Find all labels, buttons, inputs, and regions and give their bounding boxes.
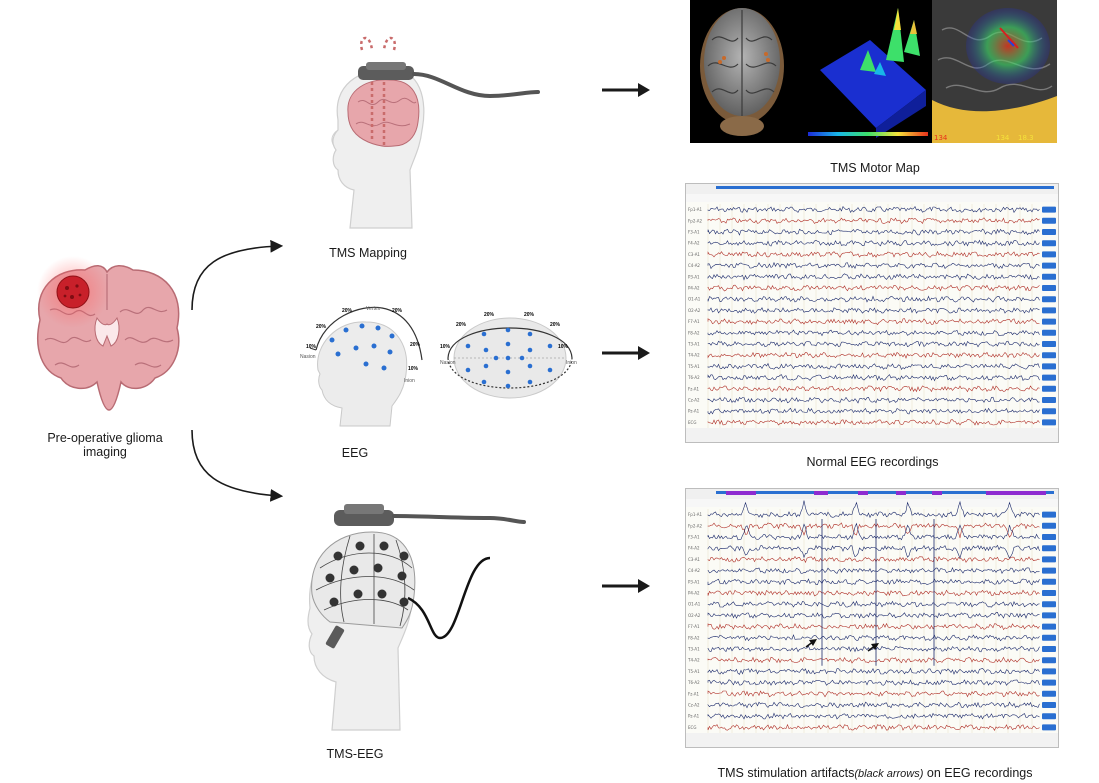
side-pct-3: 20% — [316, 324, 327, 330]
glioma-brain-illustration — [25, 250, 190, 425]
eeg-channel-label: Fp1-A1 — [688, 207, 702, 212]
tms-mapping-caption: TMS Mapping — [318, 246, 418, 260]
brain-surface-heatmap — [932, 0, 1057, 143]
readout-right: 18.3 — [1018, 134, 1034, 142]
arrow-to-motor-map — [602, 83, 650, 97]
tms-eeg-caption: TMS-EEG — [315, 747, 395, 761]
eeg-channel-label: Cz-A2 — [688, 703, 700, 708]
tms-mapping-illustration — [310, 30, 540, 240]
side-inion-label: Inion — [404, 378, 415, 384]
eeg-channel-label: F4-A2 — [688, 546, 700, 551]
top-nasion-label: Nasion — [440, 360, 456, 366]
eeg-channel-label: ECG — [688, 725, 696, 730]
side-pct-2: 20% — [392, 308, 403, 314]
eeg-channel-label: F8-A2 — [688, 635, 700, 640]
eeg-channel-label: T5-A1 — [687, 364, 700, 369]
eeg-channel-label: F3-A1 — [688, 535, 700, 540]
side-pct-4: 20% — [410, 342, 421, 348]
eeg-channel-label: F8-A2 — [688, 330, 700, 335]
eeg-channel-label: T6-A2 — [687, 680, 700, 685]
side-vertex-label: Vertex — [366, 306, 381, 312]
arrow-to-tms-eeg — [191, 429, 284, 502]
artifact-caption-tail: on EEG recordings — [923, 766, 1033, 780]
motor-map-image: 134 134 18.3 — [690, 0, 1057, 143]
eeg-channel-label: O2-A2 — [688, 308, 701, 313]
top-pct-2: 20% — [524, 312, 535, 318]
normal-eeg-caption-text: Normal EEG recordings — [806, 455, 939, 469]
artifact-caption-italic: (black arrows) — [854, 768, 924, 780]
tms-eeg-illustration — [290, 498, 540, 733]
eeg-channel-label: F7-A1 — [688, 319, 700, 324]
eeg-channel-label: T4-A2 — [687, 658, 700, 663]
eeg-channel-label: P3-A1 — [688, 579, 700, 584]
tms-mapping-caption-text: TMS Mapping — [329, 246, 407, 260]
eeg-channel-label: Pz-A1 — [688, 409, 700, 414]
top-pct-4: 20% — [550, 322, 561, 328]
normal-eeg-caption: Normal EEG recordings — [770, 455, 975, 469]
eeg-channel-label: T3-A1 — [687, 342, 700, 347]
readout-left: 134 — [934, 134, 948, 142]
eeg-channel-label: Fz-A1 — [688, 386, 699, 391]
cap-electrodes — [325, 541, 409, 607]
glioma-caption: Pre-operative glioma imaging — [30, 431, 180, 459]
arrow-to-artifact-eeg — [602, 579, 650, 593]
side-pct-6: 10% — [408, 366, 419, 372]
side-electrodes — [329, 323, 395, 371]
arrow-to-tms-mapping — [191, 239, 284, 311]
branch-arrows — [191, 239, 284, 502]
top-electrodes — [465, 327, 553, 389]
eeg-channel-label: T5-A1 — [687, 669, 700, 674]
eeg-channel-label: Pz-A1 — [688, 714, 700, 719]
top-pct-6: 10% — [558, 344, 569, 350]
top-pct-1: 20% — [484, 312, 495, 318]
motor-map-3d-surface — [808, 8, 928, 138]
eeg-channel-label: C4-A2 — [688, 568, 700, 573]
arrow-to-normal-eeg — [602, 346, 650, 360]
eeg-channel-label: T6-A2 — [687, 375, 700, 380]
eeg-channel-label: P4-A2 — [688, 286, 700, 291]
eeg-channel-label: C3-A1 — [688, 252, 700, 257]
side-pct-1: 20% — [342, 308, 353, 314]
artifact-arrow — [867, 643, 879, 652]
eeg-channel-label: ECG — [688, 420, 696, 425]
eeg-channel-label: Fz-A1 — [688, 691, 699, 696]
eeg-channel-label: Fp1-A1 — [688, 512, 702, 517]
eeg-channel-label: C4-A2 — [688, 263, 700, 268]
artifact-arrow — [805, 639, 817, 648]
eeg-channel-label: Fp2-A2 — [688, 523, 702, 528]
glioma-caption-text: Pre-operative glioma imaging — [47, 431, 163, 459]
top-pct-3: 20% — [456, 322, 467, 328]
eeg-channel-label: P3-A1 — [688, 274, 700, 279]
side-pct-5: 10% — [306, 344, 317, 350]
eeg-channel-label: Cz-A2 — [688, 398, 700, 403]
top-inion-label: Inion — [566, 360, 577, 366]
readout-mid: 134 — [996, 134, 1010, 142]
tms-eeg-caption-text: TMS-EEG — [326, 747, 384, 761]
eeg-channel-label: T3-A1 — [687, 647, 700, 652]
eeg-channel-label: F3-A1 — [688, 230, 700, 235]
eeg-channel-label: O2-A2 — [688, 613, 701, 618]
eeg-channel-label: F7-A1 — [688, 624, 700, 629]
motor-map-caption-text: TMS Motor Map — [830, 161, 920, 175]
top-pct-5: 10% — [440, 344, 451, 350]
side-nasion-label: Nasion — [300, 354, 316, 360]
eeg-channel-label: Fp2-A2 — [688, 218, 702, 223]
artifact-eeg-traces: Fp1-A1Fp2-A2F3-A1F4-A2C3-A1C4-A2P3-A1P4-… — [686, 489, 1058, 747]
eeg-channel-label: F4-A2 — [688, 241, 700, 246]
eeg-channel-label: C3-A1 — [688, 557, 700, 562]
eeg-channel-label: T4-A2 — [687, 353, 700, 358]
motor-map-caption: TMS Motor Map — [790, 161, 960, 175]
eeg-channel-label: O1-A1 — [688, 297, 701, 302]
eeg-channel-label: O1-A1 — [688, 602, 701, 607]
eeg-electrode-diagram: Vertex Nasion Inion 20% 20% 20% 20% 10% … — [300, 300, 580, 430]
eeg-caption: EEG — [325, 446, 385, 460]
normal-eeg-traces: Fp1-A1Fp2-A2F3-A1F4-A2C3-A1C4-A2P3-A1P4-… — [686, 184, 1058, 442]
eeg-caption-text: EEG — [341, 446, 369, 460]
artifact-caption-main: TMS stimulation artifacts — [717, 766, 855, 780]
artifact-eeg-caption: TMS stimulation artifacts(black arrows) … — [705, 766, 1045, 780]
brain-top-view — [700, 8, 784, 136]
eeg-channel-label: P4-A2 — [688, 591, 700, 596]
